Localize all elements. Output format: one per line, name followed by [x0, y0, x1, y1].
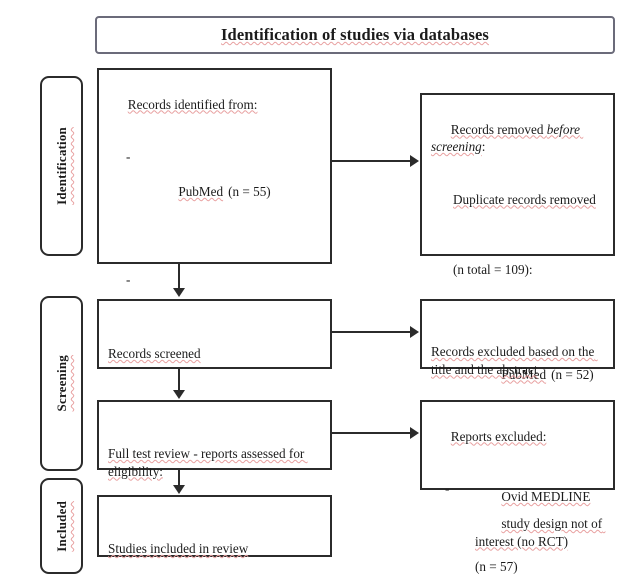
records-removed-heading-part1: Records removed [450, 121, 547, 137]
arrowhead-identified-to-removed [410, 155, 419, 167]
arrowhead-review-to-included [173, 485, 185, 494]
box-full-text-review: Full test review - reports assessed for … [97, 400, 332, 531]
bullet-dash-icon: - [126, 149, 131, 164]
removed-count-ovid-medline: (n = 57) [475, 559, 518, 574]
source-count-pubmed: (n = 55) [228, 184, 271, 199]
bullet-dash-icon: - [126, 271, 131, 287]
records-excluded-heading: Records excluded based on the title and … [431, 344, 598, 377]
removed-label-ovid-medline: Ovid MEDLINE [501, 489, 591, 504]
phase-label-identification: Identification [40, 76, 83, 256]
connector-review-to-reports-excluded [332, 432, 411, 434]
removed-label-pubmed: PubMed [501, 366, 547, 382]
connector-screened-to-review [178, 369, 180, 391]
removed-count-pubmed: (n = 52) [551, 366, 594, 382]
diagram-title-box: Identification of studies via databases [95, 16, 615, 54]
box-records-removed: Records removed before screening: Duplic… [420, 93, 615, 574]
arrowhead-screened-to-excluded [410, 326, 419, 338]
box-records-screened: Records screened (n = 84) [97, 299, 332, 414]
arrowhead-identified-to-screened [173, 288, 185, 297]
arrowhead-screened-to-review [173, 390, 185, 399]
records-identified-heading: Records identified from: [127, 96, 258, 112]
phase-label-identification-text: Identification [53, 127, 69, 205]
records-removed-content: Records removed before screening: Duplic… [431, 103, 611, 583]
source-label-pubmed: PubMed [178, 184, 224, 199]
source-row-pubmed: - PubMed (n = 55) [108, 148, 330, 218]
phase-label-screening: Screening [40, 296, 83, 471]
reports-excluded-reason-row: - study design not of interest (no RCT) [431, 480, 611, 568]
connector-screened-to-excluded [332, 331, 411, 333]
box-studies-included: Studies included in review (n = 7) [97, 495, 332, 557]
page-title: Identification of studies via databases [221, 25, 489, 44]
studies-included-heading: Studies included in review [108, 541, 249, 556]
bullet-dash-icon: - [445, 481, 450, 496]
box-records-identified: Records identified from: - PubMed (n = 55… [97, 68, 332, 514]
reports-excluded-content: Reports excluded: - study design not of … [431, 410, 611, 583]
phase-label-included-text: Included [53, 500, 69, 552]
connector-identified-to-removed [332, 160, 411, 162]
reports-excluded-heading: Reports excluded: [450, 428, 547, 444]
arrowhead-review-to-reports-excluded [410, 427, 419, 439]
phase-label-included: Included [40, 478, 83, 574]
studies-included-content: Studies included in review (n = 7) [108, 505, 330, 583]
connector-identified-to-screened [178, 264, 180, 290]
reports-excluded-reason: study design not of interest (no RCT) [475, 516, 606, 549]
box-records-excluded: Records excluded based on the title and … [420, 299, 615, 429]
removed-row-pubmed: - PubMed(n = 52) [431, 331, 611, 401]
duplicate-records-removed-text: Duplicate records removed [453, 191, 596, 207]
phase-label-screening-text: Screening [53, 355, 69, 412]
duplicate-records-total: (n total = 109): [453, 261, 533, 277]
box-reports-excluded: Reports excluded: - study design not of … [420, 400, 615, 549]
full-text-review-heading: Full test review - reports assessed for … [108, 446, 308, 479]
records-removed-heading-italic: before screening [431, 121, 584, 155]
connector-review-to-included [178, 470, 180, 486]
records-removed-heading-colon: : [481, 139, 486, 154]
records-screened-heading: Records screened [108, 346, 201, 361]
